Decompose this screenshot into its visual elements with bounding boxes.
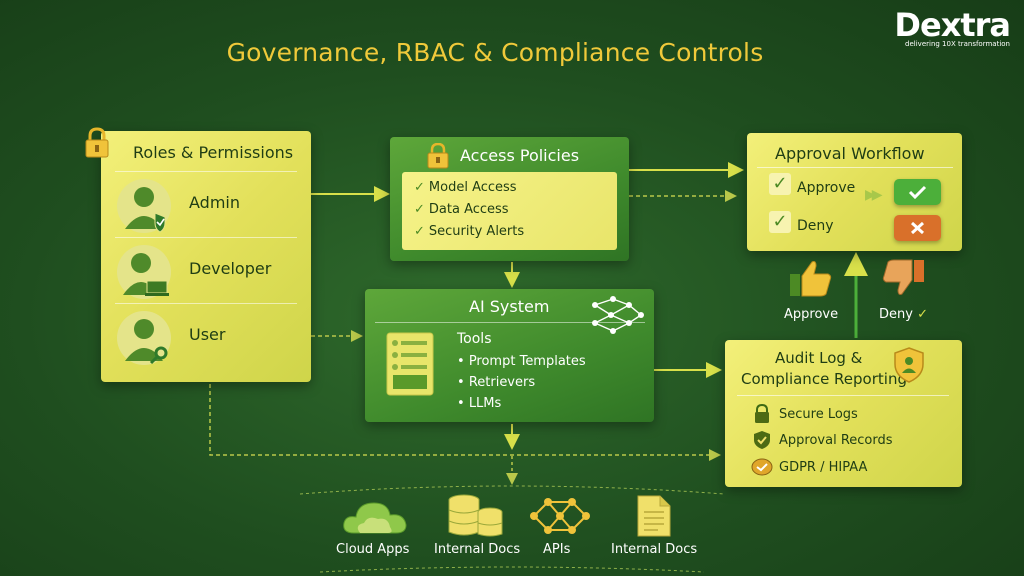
user-avatar-icon — [117, 311, 171, 365]
deny-button[interactable] — [894, 215, 941, 241]
audit-heading-line1: Audit Log & — [775, 349, 863, 367]
cloud-icon — [343, 502, 407, 534]
audit-log-card: Audit Log & Compliance Reporting Secure … — [725, 340, 962, 487]
access-heading: Access Policies — [460, 146, 580, 165]
ai-item: • Retrievers — [457, 375, 536, 390]
brand-tagline: delivering 10X transformation — [905, 40, 1010, 48]
check-icon: ✓ — [414, 202, 425, 217]
deny-label: Deny — [797, 218, 834, 234]
role-label: Developer — [189, 259, 272, 278]
api-network-icon — [530, 498, 590, 534]
role-admin: Admin — [101, 173, 311, 239]
approve-check-icon: ✓ — [769, 173, 791, 195]
check-icon — [908, 185, 927, 200]
arrow-roles-to-audit — [209, 384, 721, 461]
resource-label: Cloud Apps — [336, 542, 410, 557]
check-icon: ✓ — [917, 307, 928, 322]
document-icon — [637, 495, 671, 537]
audit-heading-line2: Compliance Reporting — [741, 370, 907, 388]
ai-system-card: AI System Tools • Prompt Templates • Ret… — [365, 289, 654, 422]
audit-item: Approval Records — [779, 433, 893, 448]
forward-arrows-icon: ▶▶ — [865, 187, 882, 203]
ai-heading: AI System — [469, 297, 550, 316]
role-developer: Developer — [101, 239, 311, 305]
access-list: ✓Model Access ✓Data Access ✓Security Ale… — [402, 172, 617, 250]
resources-floor — [319, 566, 705, 573]
brand-logo: Dextra delivering 10X transformation — [894, 6, 1011, 48]
shield-user-icon — [894, 347, 924, 383]
resources-arc — [299, 485, 725, 495]
role-label: User — [189, 325, 226, 344]
check-icon: ✓ — [414, 224, 425, 239]
audit-item: Secure Logs — [779, 407, 858, 422]
access-item: ✓Security Alerts — [414, 224, 525, 239]
neural-network-icon — [592, 296, 644, 334]
approve-button[interactable] — [894, 179, 941, 205]
access-lock-icon — [427, 143, 449, 169]
brand-name: Dextra — [894, 6, 1011, 44]
thumbs-up-icon — [790, 261, 832, 297]
access-policies-card: Access Policies ✓Model Access ✓Data Acce… — [390, 137, 629, 261]
thumbs-down-icon — [882, 259, 924, 295]
role-label: Admin — [189, 193, 240, 212]
tools-label: Tools — [457, 331, 492, 347]
compliance-badge-icon — [751, 458, 773, 476]
close-icon — [910, 221, 925, 235]
role-user: User — [101, 305, 311, 371]
shield-check-icon — [754, 431, 770, 449]
admin-avatar-icon — [117, 179, 171, 233]
approval-workflow-card: Approval Workflow ✓ Approve ✓ Deny ▶▶ — [747, 133, 962, 251]
feedback-approve-label: Approve — [784, 307, 839, 322]
access-item: ✓Data Access — [414, 202, 509, 217]
lock-icon — [755, 404, 769, 423]
ai-item: • LLMs — [457, 396, 502, 411]
approve-label: Approve — [797, 180, 856, 196]
resource-label: Internal Docs — [611, 542, 698, 557]
access-item: ✓Model Access — [414, 180, 517, 195]
page-title: Governance, RBAC & Compliance Controls — [226, 38, 764, 67]
database-icon — [448, 494, 503, 537]
check-icon: ✓ — [414, 180, 425, 195]
feedback-deny-label: Deny ✓ — [879, 307, 928, 322]
audit-item: GDPR / HIPAA — [779, 460, 868, 475]
ai-item: • Prompt Templates — [457, 354, 586, 369]
roles-lock-icon — [85, 127, 109, 158]
deny-check-icon: ✓ — [769, 211, 791, 233]
tools-document-icon — [386, 332, 434, 396]
resource-label: APIs — [543, 542, 571, 557]
roles-card: Roles & Permissions Admin Developer — [101, 131, 311, 382]
approval-heading: Approval Workflow — [775, 144, 925, 163]
roles-heading: Roles & Permissions — [133, 143, 294, 162]
resource-label: Internal Docs — [434, 542, 521, 557]
developer-avatar-icon — [117, 245, 171, 299]
